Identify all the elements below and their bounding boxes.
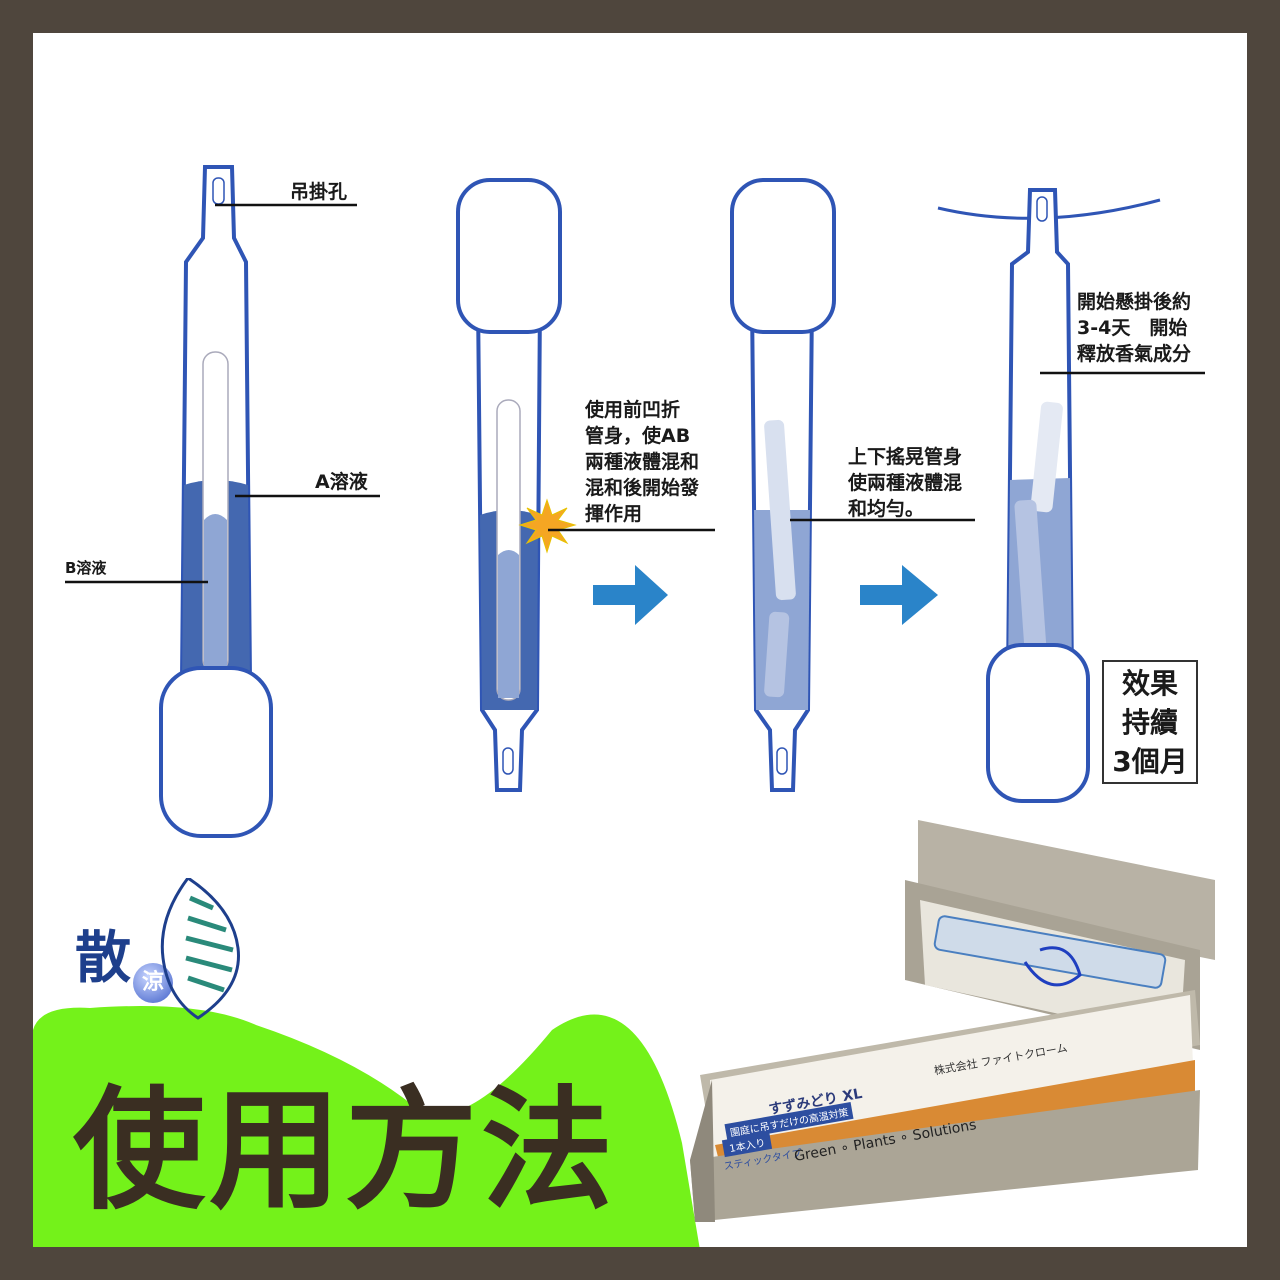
label-hanging-hole: 吊掛孔: [290, 181, 348, 203]
logo-badge: 涼: [133, 963, 173, 1003]
logo-text: 散: [75, 926, 131, 991]
product-photo: [690, 820, 1215, 1222]
leaf-logo-icon: [160, 878, 240, 1020]
step-1-text: 使用前凹折 管身，使AB 兩種液體混和 混和後開始發 揮作用: [585, 399, 700, 525]
arrow-right-icon: [593, 565, 668, 625]
page-title: 使用方法: [73, 1074, 617, 1228]
tube-4-icon: [986, 188, 1090, 803]
burst-icon: [518, 498, 577, 554]
arrow-right-icon: [860, 565, 938, 625]
tube-3-icon: [730, 178, 836, 792]
tube-2-icon: [456, 178, 562, 792]
illustration: [33, 165, 1215, 1247]
tube-1-icon: [159, 165, 273, 838]
label-solution-b: B溶液: [65, 559, 107, 577]
green-banner-shape: [33, 1006, 700, 1247]
effect-duration-box: 效果 持續 3個月: [1102, 660, 1198, 784]
step-3-text: 開始懸掛後約 3-4天 開始 釋放香氣成分: [1077, 291, 1192, 365]
label-solution-a: A溶液: [315, 471, 368, 493]
step-2-text: 上下搖晃管身 使兩種液體混 和均勻。: [848, 446, 963, 520]
infographic-canvas: 吊掛孔 A溶液 B溶液 使用前凹折 管身，使AB 兩種液體混和 混和後開始發 揮…: [33, 33, 1247, 1247]
